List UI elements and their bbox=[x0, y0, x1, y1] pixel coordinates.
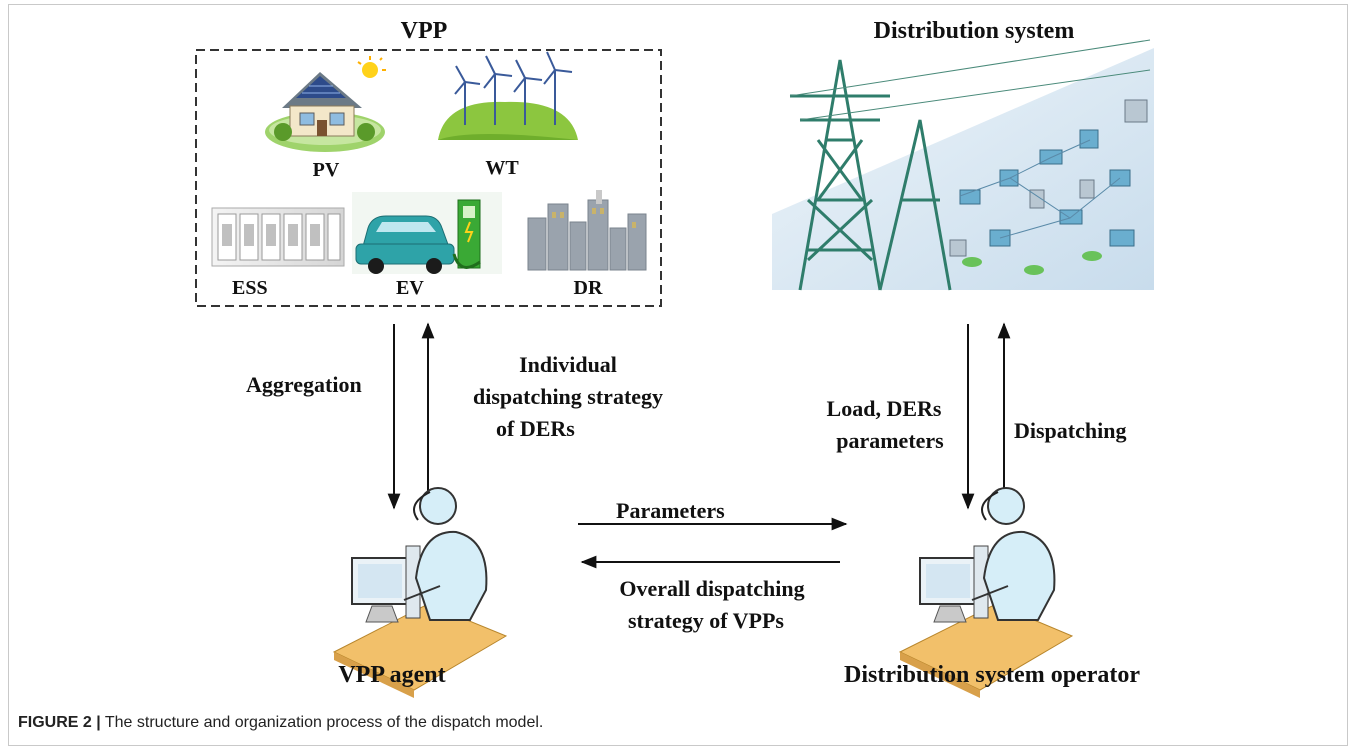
dr-label: DR bbox=[574, 277, 603, 299]
vpp-agent-icon bbox=[332, 487, 508, 698]
distribution-grid-icon bbox=[772, 39, 1154, 291]
wind-turbine-icon bbox=[438, 51, 578, 140]
individual-strategy-line2: dispatching strategy bbox=[473, 384, 663, 409]
ev-label: EV bbox=[396, 277, 424, 299]
aggregation-label: Aggregation bbox=[246, 372, 362, 397]
pv-label: PV bbox=[313, 159, 340, 181]
pv-house-icon bbox=[265, 56, 386, 152]
parameters-label: Parameters bbox=[616, 498, 725, 523]
load-ders-line2: parameters bbox=[836, 428, 944, 453]
overall-strategy-line1: Overall dispatching bbox=[619, 576, 804, 601]
dso-icon bbox=[898, 487, 1074, 698]
ess-label: ESS bbox=[232, 277, 268, 299]
figure-frame bbox=[8, 4, 1348, 746]
dispatch-model-diagram: PV WT ESS bbox=[195, 18, 1154, 698]
dso-label: Distribution system operator bbox=[844, 662, 1140, 688]
vpp-heading: VPP bbox=[401, 18, 448, 44]
dr-buildings-icon bbox=[527, 190, 647, 271]
caption-text: The structure and organization process o… bbox=[100, 714, 544, 731]
individual-strategy-line1: Individual bbox=[519, 352, 617, 377]
wt-label: WT bbox=[485, 157, 519, 179]
dispatching-label: Dispatching bbox=[1014, 418, 1126, 443]
individual-strategy-line3: of DERs bbox=[496, 416, 575, 441]
vpp-box bbox=[195, 49, 662, 307]
ev-icon bbox=[352, 192, 502, 274]
vpp-agent-label: VPP agent bbox=[338, 662, 445, 688]
overall-strategy-line2: strategy of VPPs bbox=[628, 608, 784, 633]
caption-label: FIGURE 2 | bbox=[18, 714, 101, 731]
load-ders-line1: Load, DERs bbox=[827, 396, 942, 421]
figure-caption: FIGURE 2 | The structure and organizatio… bbox=[18, 714, 543, 732]
ess-icon bbox=[211, 207, 345, 267]
distribution-system-heading: Distribution system bbox=[874, 18, 1075, 44]
